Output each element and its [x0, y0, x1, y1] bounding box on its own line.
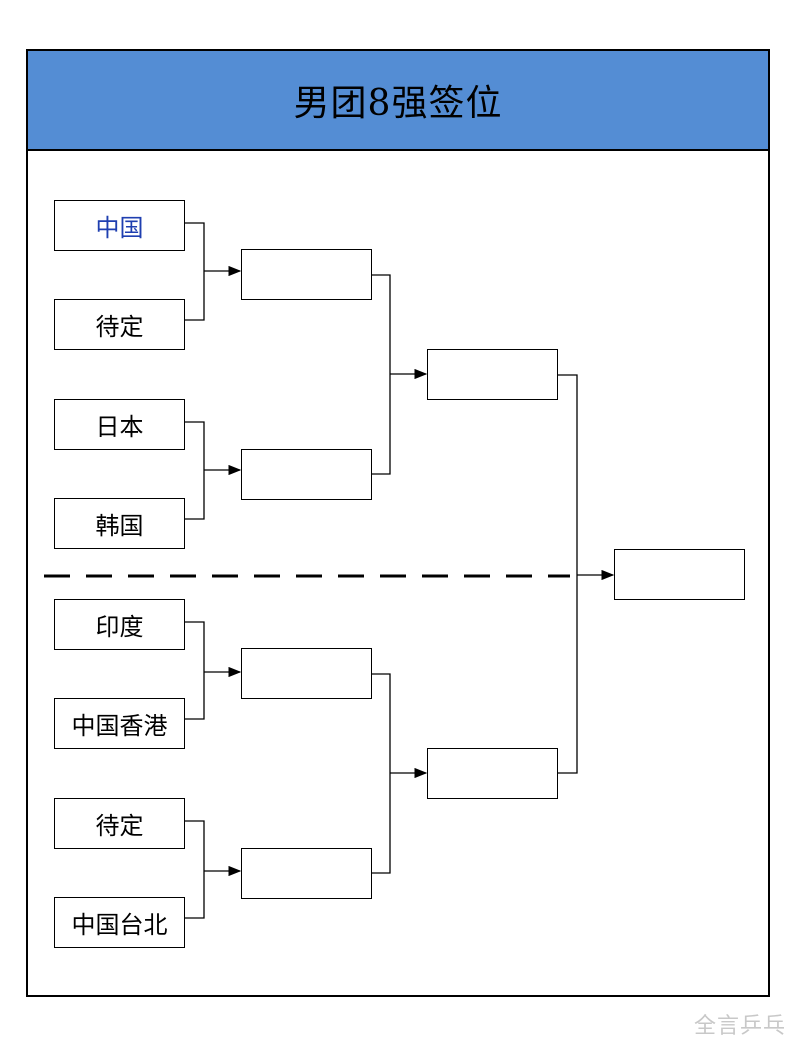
- bracket-frame: [26, 49, 770, 997]
- quarter-winner-slot-4: [241, 848, 372, 899]
- team-slot-5: 印度: [54, 599, 185, 650]
- team-slot-2: 待定: [54, 299, 185, 350]
- final-winner-slot: [614, 549, 745, 600]
- quarter-winner-slot-2: [241, 449, 372, 500]
- quarter-winner-slot-1: [241, 249, 372, 300]
- semi-winner-slot-1: [427, 349, 558, 400]
- team-slot-8: 中国台北: [54, 897, 185, 948]
- quarter-winner-slot-3: [241, 648, 372, 699]
- semi-winner-slot-2: [427, 748, 558, 799]
- page-title: 男团8强签位: [28, 51, 768, 151]
- team-slot-7: 待定: [54, 798, 185, 849]
- watermark: 全言乒乓: [693, 1014, 786, 1039]
- team-slot-4: 韩国: [54, 498, 185, 549]
- team-slot-1: 中国: [54, 200, 185, 251]
- team-slot-6: 中国香港: [54, 698, 185, 749]
- team-slot-3: 日本: [54, 399, 185, 450]
